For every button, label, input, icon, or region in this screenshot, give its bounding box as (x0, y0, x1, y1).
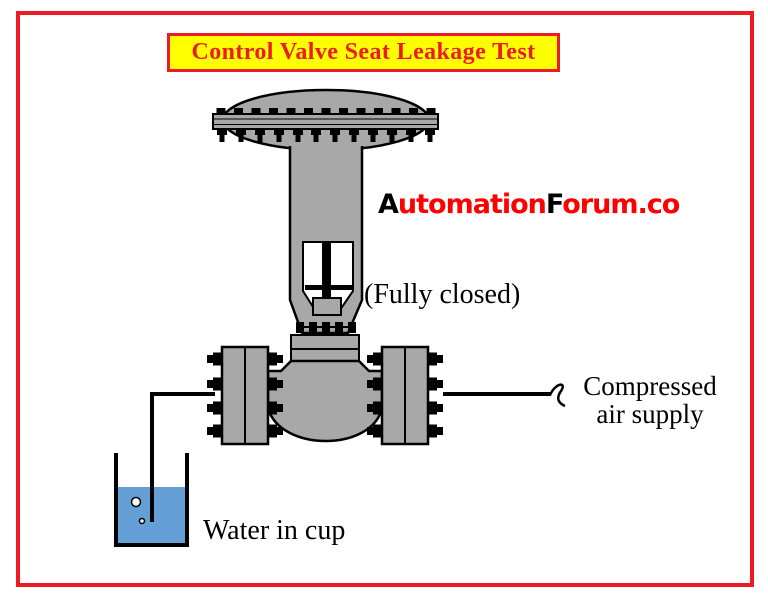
title-banner: Control Valve Seat Leakage Test (167, 33, 560, 72)
cup-walls (114, 453, 189, 547)
inlet-flange-icon (207, 345, 283, 446)
air-supply-pipe-icon (443, 383, 566, 408)
bonnet-icon (290, 334, 360, 362)
stem-travel-indicator (305, 285, 353, 290)
label-air-supply: Compressed air supply (552, 372, 748, 428)
label-fully-closed: (Fully closed) (364, 279, 521, 310)
page-title: Control Valve Seat Leakage Test (191, 39, 536, 65)
watermark-automationforum: AutomationForum.co (378, 189, 680, 220)
watermark-part: F (545, 189, 563, 220)
label-air-supply-line2: air supply (596, 399, 704, 429)
stem-connector-block (312, 297, 342, 316)
watermark-part: utomation (397, 189, 547, 220)
page-border (16, 11, 754, 587)
valve-stem-icon (305, 242, 353, 300)
packing-studs-icon (296, 322, 356, 333)
valve-body-icon (266, 359, 384, 443)
label-air-supply-line1: Compressed (583, 371, 717, 401)
outlet-flange-icon (367, 345, 443, 446)
actuator-diaphragm-icon (212, 88, 439, 152)
water-cup-icon (114, 392, 215, 547)
watermark-part: A (378, 189, 399, 220)
pipe-break-squiggle (548, 383, 566, 408)
water-tube-icon (150, 392, 215, 522)
air-bubbles-icon (130, 496, 146, 525)
watermark-part: orum.co (562, 189, 680, 220)
label-water-in-cup: Water in cup (203, 515, 346, 546)
